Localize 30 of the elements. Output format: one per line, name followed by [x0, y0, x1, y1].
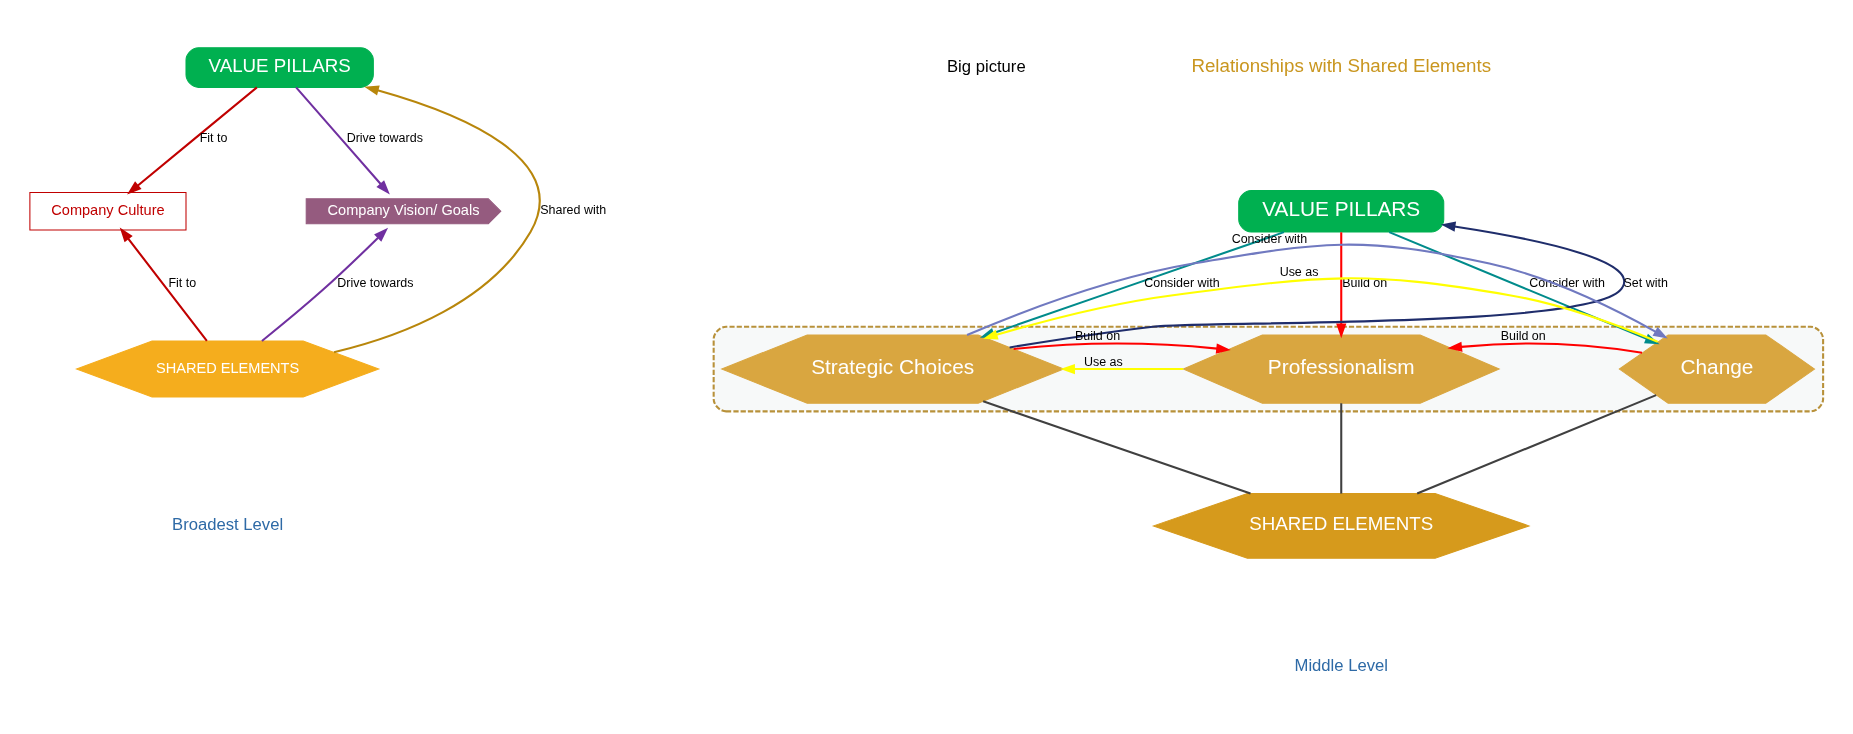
label: Middle Level [1294, 656, 1388, 676]
arrow [333, 85, 541, 354]
label: Relationships with Shared Elements [1191, 55, 1492, 77]
arrow [261, 227, 389, 342]
arrow [1013, 342, 1231, 354]
connector [1416, 394, 1657, 495]
node-box: Company Culture [29, 191, 187, 231]
edge-label: Use as [1279, 264, 1319, 279]
arrow [1336, 232, 1347, 339]
edge-label: Shared with [540, 203, 607, 218]
arrow [127, 86, 258, 195]
edge-label: Drive towards [337, 275, 414, 290]
node-box: VALUE PILLARS [185, 47, 374, 88]
label: Broadest Level [172, 514, 284, 534]
edge-label: Use as [1083, 354, 1123, 369]
node-box: VALUE PILLARS [1238, 189, 1445, 233]
arrow [1060, 363, 1184, 375]
edge-label: Build on [1500, 329, 1546, 344]
edge-label: Set with [1623, 275, 1668, 290]
arrow [295, 86, 390, 195]
edge-label: Consider with [1144, 275, 1220, 290]
arrow [1447, 341, 1643, 354]
edge-label: Drive towards [346, 131, 423, 146]
arrow [1009, 221, 1625, 349]
arrow [119, 227, 208, 342]
edge-label: Fit to [199, 131, 228, 146]
label: Big picture [947, 56, 1026, 76]
connector [1340, 403, 1343, 494]
edge-label: Fit to [168, 275, 197, 290]
connector [982, 400, 1251, 495]
